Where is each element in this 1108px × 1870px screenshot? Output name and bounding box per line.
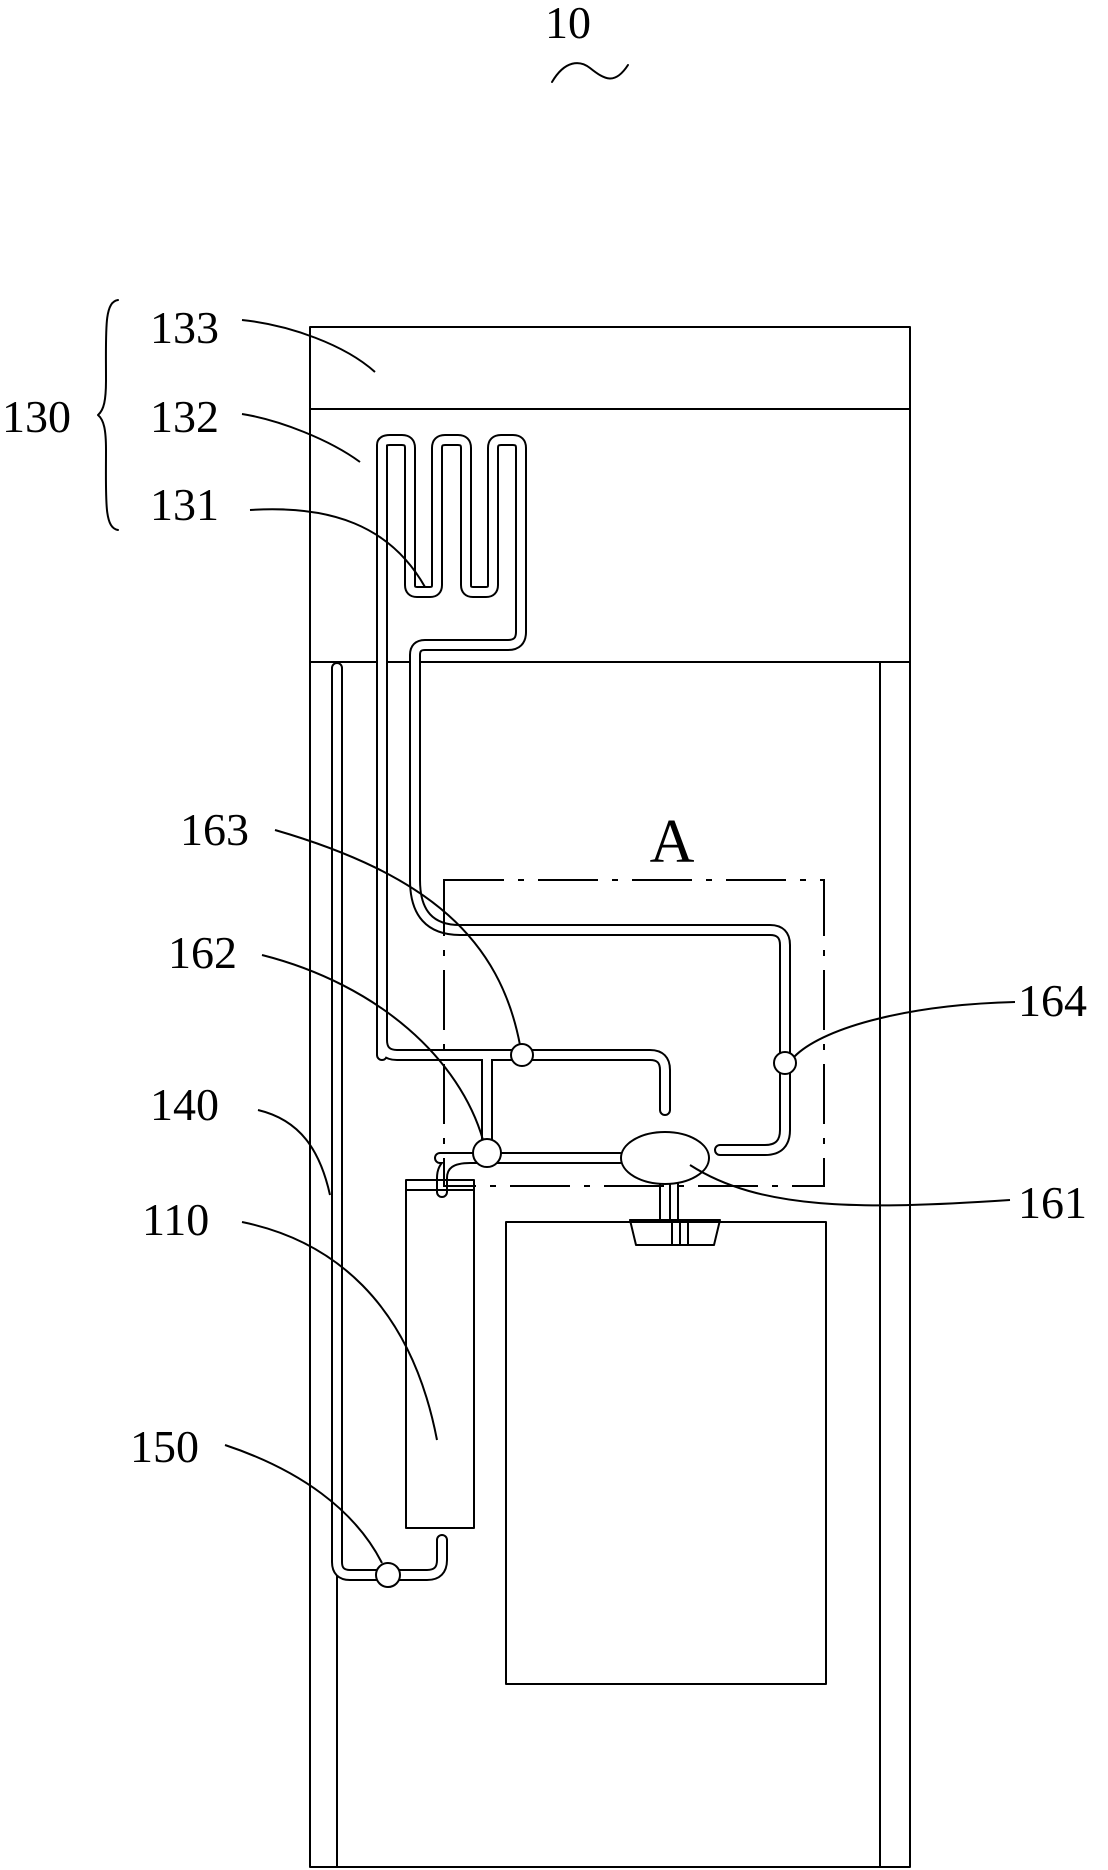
label-131: 131 — [150, 479, 219, 530]
component-110 — [405, 1179, 475, 1529]
group-brace — [97, 299, 119, 531]
leader-133 — [241, 319, 376, 373]
leader-132 — [241, 413, 361, 463]
label-110: 110 — [142, 1194, 209, 1245]
valve-161 — [620, 1131, 710, 1185]
pipe-network — [331, 434, 791, 1581]
label-162: 162 — [168, 927, 237, 978]
leader-131 — [249, 508, 426, 588]
nozzle-lines — [671, 1219, 689, 1246]
storage-box — [505, 1221, 827, 1685]
nozzle-cap — [629, 1219, 721, 1246]
cabinet-outline — [309, 326, 911, 1868]
detail-a-dashed-box — [443, 879, 825, 1187]
label-133: 133 — [150, 302, 219, 353]
valve-163 — [510, 1043, 534, 1067]
valve-164 — [773, 1051, 797, 1075]
label-163: 163 — [180, 804, 249, 855]
label-164: 164 — [1018, 975, 1087, 1026]
leader-164 — [793, 1001, 1016, 1058]
figure-number-label: 10 — [545, 0, 591, 48]
valve-162 — [472, 1138, 502, 1168]
valve-150 — [375, 1562, 401, 1588]
label-130: 130 — [2, 391, 71, 442]
leader-150 — [224, 1444, 383, 1564]
leader-110 — [241, 1221, 438, 1441]
leader-161 — [689, 1164, 1011, 1207]
leader-163 — [274, 829, 521, 1046]
leader-140 — [257, 1109, 331, 1196]
label-150: 150 — [130, 1421, 199, 1472]
label-140: 140 — [150, 1079, 219, 1130]
label-132: 132 — [150, 391, 219, 442]
detail-a-label: A — [650, 808, 695, 876]
nozzle-stem — [659, 1183, 679, 1221]
figure-tilde — [551, 62, 629, 83]
leader-162 — [261, 954, 484, 1141]
label-161: 161 — [1018, 1177, 1087, 1228]
